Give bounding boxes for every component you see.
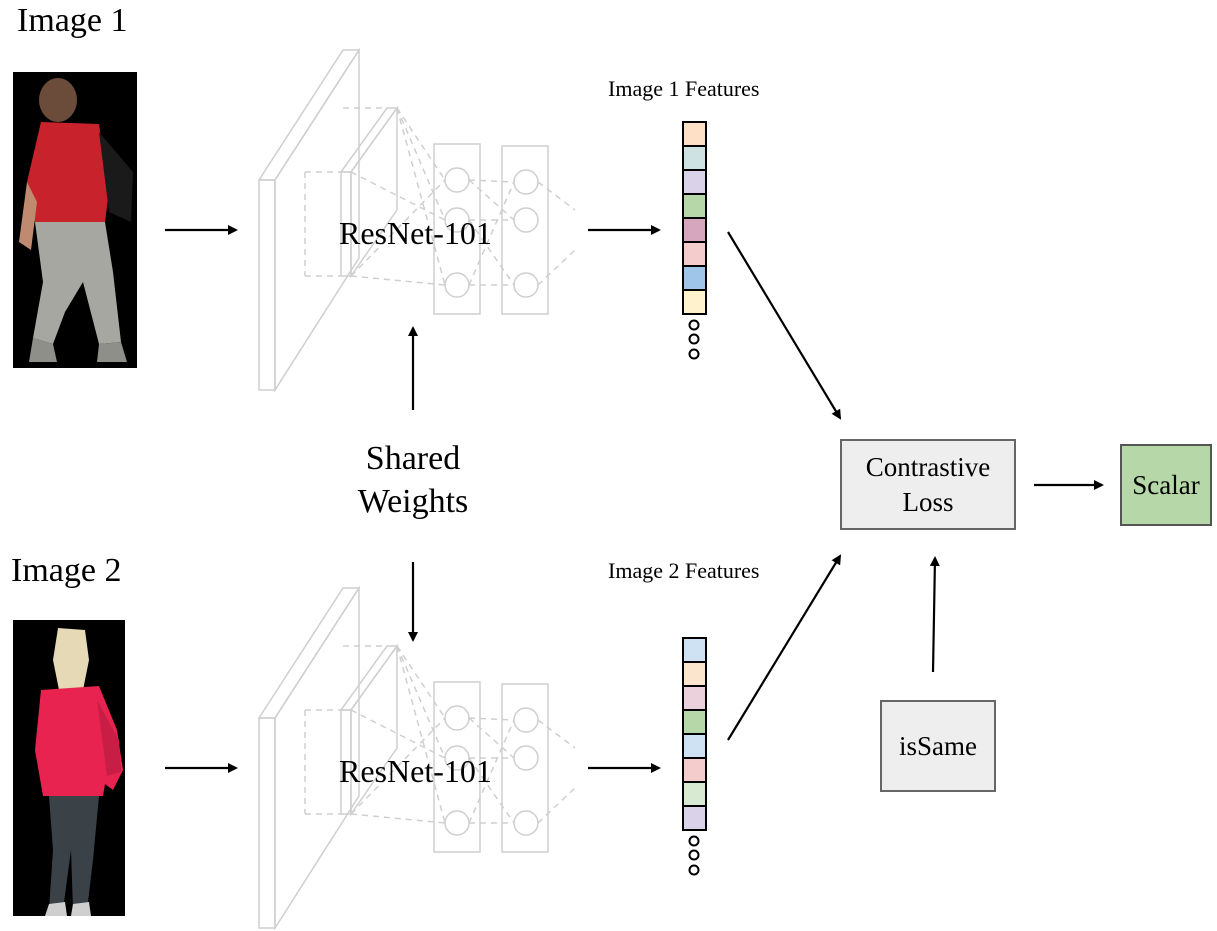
- contrastive-loss-line2: Loss: [902, 486, 954, 517]
- image-2-title: Image 2: [11, 552, 122, 589]
- is-same-label: isSame: [899, 730, 977, 761]
- network-2-label: ResNet-101: [339, 753, 492, 789]
- image-1-features-title: Image 1 Features: [608, 76, 760, 101]
- feature-vector-2: [682, 637, 707, 831]
- feature-cell: [682, 685, 707, 711]
- feature-cell: [682, 265, 707, 291]
- image-2-features-title: Image 2 Features: [608, 558, 760, 583]
- network-1-illustration: [257, 47, 576, 393]
- feature-cell: [682, 781, 707, 807]
- feature-vector-1: [682, 121, 707, 315]
- network-2-illustration: [257, 585, 576, 931]
- feature-cell: [682, 661, 707, 687]
- is-same-box: isSame: [880, 700, 996, 792]
- feature-cell: [682, 145, 707, 171]
- feature-cell: [682, 241, 707, 267]
- arrow-issame-to-loss: [929, 556, 940, 673]
- feature-cell: [682, 637, 707, 663]
- shared-weights-line2: Weights: [357, 483, 469, 520]
- image-1-photo: [13, 72, 137, 368]
- feature-cell: [682, 289, 707, 315]
- network-1-label: ResNet-101: [339, 215, 492, 251]
- image-2-photo: [13, 620, 125, 916]
- feature-cell: [682, 169, 707, 195]
- feature-cell: [682, 805, 707, 831]
- contrastive-loss-line1: Contrastive: [865, 451, 991, 482]
- feature-cell: [682, 121, 707, 147]
- image-1-title: Image 1: [17, 2, 128, 39]
- shared-weights-label: Shared Weights: [313, 437, 513, 523]
- feature-cell: [682, 733, 707, 759]
- feature-cell: [682, 217, 707, 243]
- contrastive-loss-box: Contrastive Loss: [840, 439, 1016, 530]
- scalar-box: Scalar: [1120, 444, 1212, 526]
- arrow-features2-to-loss: [727, 554, 842, 741]
- shared-weights-line1: Shared: [365, 440, 461, 477]
- feature-cell: [682, 757, 707, 783]
- feature-cell: [682, 709, 707, 735]
- feature-vector-2-ellipsis: [688, 835, 700, 876]
- scalar-label: Scalar: [1132, 469, 1200, 500]
- arrow-features1-to-loss: [727, 231, 842, 420]
- feature-cell: [682, 193, 707, 219]
- feature-vector-1-ellipsis: [688, 319, 700, 360]
